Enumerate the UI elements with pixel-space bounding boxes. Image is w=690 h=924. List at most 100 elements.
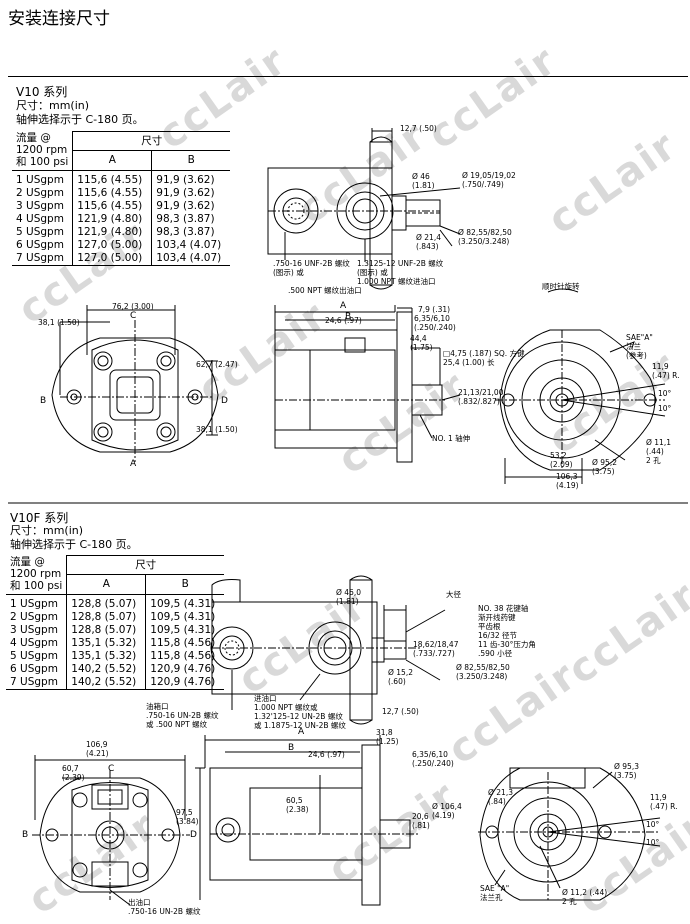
v10f-dim-d82: Ø 82,55/82,50 (3.250/3.248) [456,663,510,681]
v10f-angle-2: 10° [646,838,660,847]
v10-npt500: .500 NPT 螺纹出油口 [288,286,362,295]
v10f-side-view [211,576,445,724]
flow-cell: 6 USgpm [16,238,64,251]
v10-dim-11-1: Ø 11,1 (.44) 2 孔 [646,438,671,465]
dim-b-cell: 91,9 (3.62) [151,199,231,213]
v10-dim-44: 44,4 (1.75) [410,334,433,352]
v10f-dim-20: 20,6 (.81) [412,812,430,830]
flow-header: 流量 @ 1200 rpm 和 100 psi [12,131,73,171]
v10-dim-d82: Ø 82,55/82,50 (3.250/3.248) [458,228,512,246]
col-a-header: A [66,574,146,595]
dim-b-cell: 120,9 (4.76) [145,675,225,690]
v10-dim-12-7: 12,7 (.50) [400,124,437,133]
flow-cell: 2 USgpm [16,186,64,199]
table-row: 1 USgpm 115,6 (4.55)91,9 (3.62) [12,170,231,187]
dim-b-cell: 103,4 (4.07) [151,238,231,252]
v10-shaft-1: NO. 1 轴伸 [432,434,471,443]
v10-dim-d21-4: Ø 21,4 (.843) [416,233,441,251]
v10f-label-d: D [190,830,197,840]
v10f-dim-31: 31,8 (1.25) [376,728,399,746]
dim-a-cell: 128,8 (5.07) [66,610,146,624]
dim-a-cell: 127,0 (5.00) [72,251,152,266]
v10f-outlet-port: 出油口 .750-16 UN-2B 螺纹 [128,898,201,916]
v10f-series-title: V10F 系列 [10,511,69,525]
col-a-header: A [72,150,152,171]
dim-a-cell: 127,0 (5.00) [72,238,152,252]
v10-dim-d19: Ø 19,05/19,02 (.750/.749) [462,171,516,189]
v10f-dim-6-35: 6,35/6,10 (.250/.240) [412,750,454,768]
v10f-angle-1: 10° [646,820,660,829]
v10-unit-note: 尺寸：mm(in) [16,99,90,112]
v10-dim-76: 76,2 (3.00) [112,302,154,311]
v10-outlet-port: 1.3125-12 UNF-2B 螺纹 (图示) 或 1.000 NPT 螺纹进… [357,259,444,286]
dim-a-cell: 115,6 (4.55) [72,199,152,213]
v10f-end-view [32,755,190,905]
v10f-dim-d11-2: Ø 11,2 (.44) 2 孔 [562,888,608,906]
dim-b-cell: 98,3 (3.87) [151,212,231,226]
dim-a-cell: 135,1 (5.32) [66,649,146,663]
dim-b-cell: 120,9 (4.76) [145,662,225,676]
v10f-dim-d15: Ø 15,2 (.60) [388,668,413,686]
table-row: 3 USgpm 128,8 (5.07)109,5 (4.31) [6,623,225,637]
v10f-dim-d46: Ø 46,0 (1.81) [336,588,361,606]
dim-a-cell: 128,8 (5.07) [66,623,146,637]
v10-end-view [52,305,218,462]
v10f-dim-d106-4: Ø 106,4 (4.19) [432,802,462,820]
v10f-dim-60-7: 60,7 (2.39) [62,764,85,782]
dim-b-cell: 91,9 (3.62) [151,170,231,187]
v10f-major-dia: 大径 [446,590,461,599]
flow-cell: 3 USgpm [10,623,58,636]
section-rule [8,76,688,77]
flow-cell: 5 USgpm [10,649,58,662]
dim-a-cell: 121,9 (4.80) [72,212,152,226]
v10-dim-b: B [345,312,352,322]
v10-dim-38a: 38,1 (1.50) [38,318,80,327]
v10f-dim-24: 24,6 (.97) [308,750,345,759]
v10f-dim-60-5: 60,5 (2.38) [286,796,309,814]
v10f-dim-12-7: 12,7 (.50) [382,707,419,716]
dim-a-cell: 115,6 (4.55) [72,170,152,187]
v10-label-d: D [221,396,228,406]
flow-cell: 3 USgpm [16,199,64,212]
flow-cell: 6 USgpm [10,662,58,675]
v10f-shaft-note: 轴伸选择示于 C-180 页。 [10,538,138,551]
dim-b-cell: 103,4 (4.07) [151,251,231,266]
col-b-header: B [151,150,231,171]
v10-dim-6-35: 6,35/6,10 (.250/.240) [414,314,456,332]
dim-a-cell: 128,8 (5.07) [66,594,146,611]
flow-cell: 1 USgpm [10,597,58,610]
page-title: 安装连接尺寸 [8,9,110,29]
v10f-dim-b: B [288,743,295,753]
v10-dim-24: 24,6 (.97) [325,316,362,325]
dim-a-cell: 121,9 (4.80) [72,225,152,239]
v10-key: □4,75 (.187) SQ. 方键 25,4 (1.00) 长 [443,349,525,367]
v10-dim-21-13: 21,13/21,00 (.832/.827) [458,388,504,406]
v10-label-c: C [130,311,137,321]
flow-cell: 2 USgpm [10,610,58,623]
dim-a-cell: 135,1 (5.32) [66,636,146,650]
v10f-dim-d21-3: Ø 21,3 (.84) [488,788,513,806]
dim-b-cell: 109,5 (4.31) [145,623,225,637]
v10-dim-38b: 38,1 (1.50) [196,425,238,434]
dim-a-cell: 140,2 (5.52) [66,675,146,690]
flow-cell: 5 USgpm [16,225,64,238]
v10f-label-c: C [108,764,115,774]
flow-cell: 1 USgpm [16,173,64,186]
dim-b-cell: 115,8 (4.56) [145,636,225,650]
v10-dim-d46: Ø 46 (1.81) [412,172,435,190]
table-row: 6 USgpm 127,0 (5.00)103,4 (4.07) [12,238,231,252]
v10-dim-53: 53,2 (2.09) [550,451,573,469]
flow-cell: 7 USgpm [12,251,73,266]
v10f-inlet-port: 进油口 1.000 NPT 螺纹或 1.32'125-12 UN-2B 螺纹 或… [254,694,346,730]
v10f-side-view-2 [195,735,420,905]
